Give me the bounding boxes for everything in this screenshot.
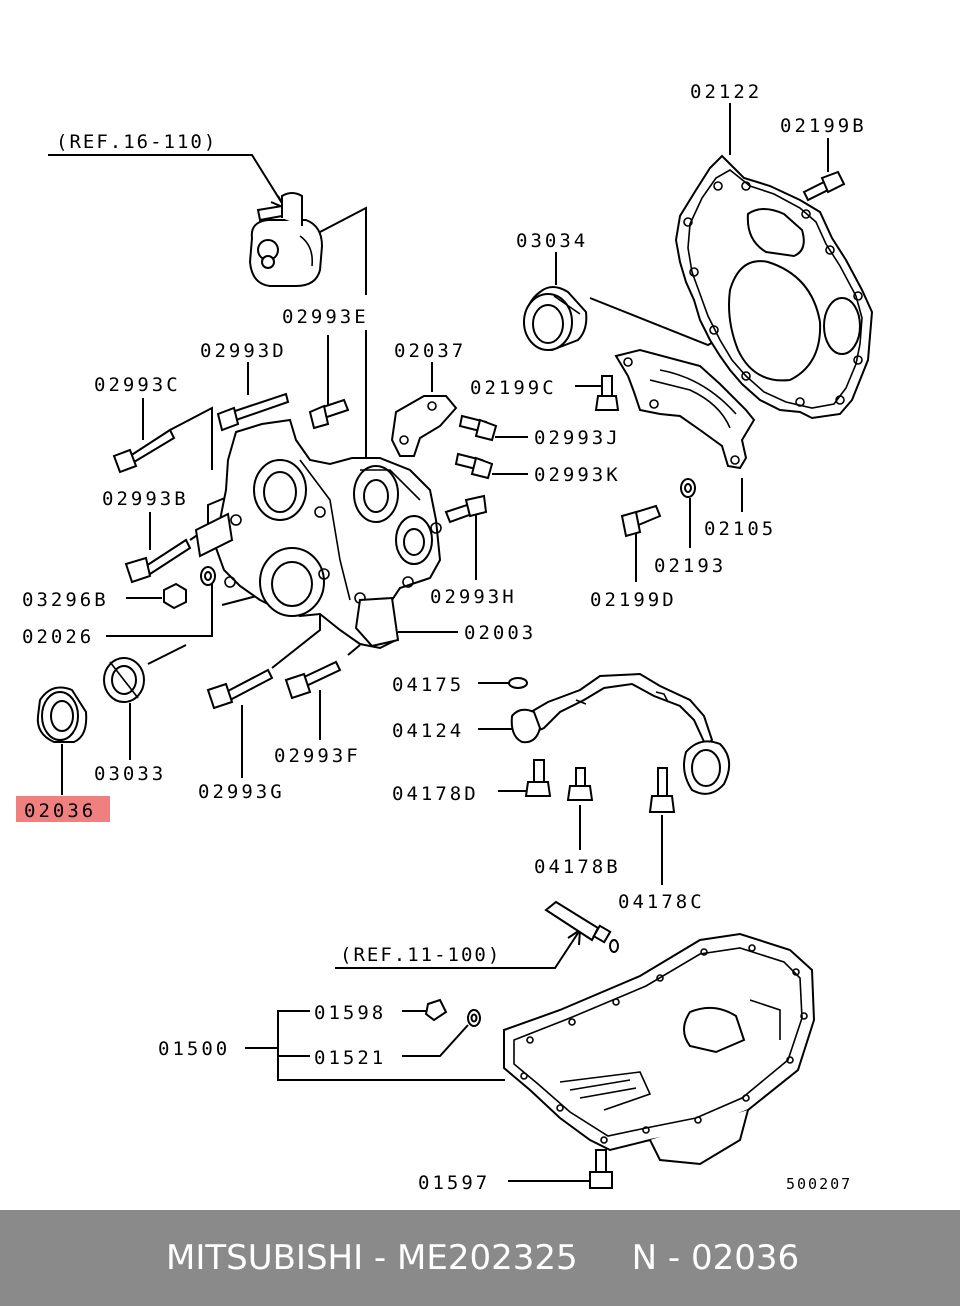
label-02993K: 02993K [534,464,621,486]
footer-bar: MITSUBISHI - ME202325 N - 02036 [0,1210,960,1306]
oil-seal-03033-drawing [103,657,145,703]
label-02993H: 02993H [430,586,517,608]
reference-labels: (REF.16-110) (REF.11-100) [56,131,501,966]
label-02993J: 02993J [534,427,621,449]
washer-02193-drawing [680,478,696,498]
highlighted-part[interactable]: 02036 [16,796,110,822]
highlight-box [16,796,110,822]
label-02993C: 02993C [94,374,181,396]
bracket-02037-drawing [390,395,458,457]
label-02199B: 02199B [780,115,867,137]
oil-seal-02036-drawing [36,686,88,743]
part-labels: 02122 02199B 03034 02993E 02993D 02037 0… [22,81,867,1194]
label-03033: 03033 [94,763,166,785]
parts-diagram: (REF.16-110) (REF.11-100) 02122 02199B 0… [16,81,874,1194]
oil-pan-drawing [503,932,816,1166]
label-02122: 02122 [690,81,762,103]
label-04124: 04124 [392,720,464,742]
label-02105: 02105 [704,518,776,540]
bolt-01597-drawing [589,1149,613,1189]
bolts-lower-drawing [206,660,342,710]
label-02993B: 02993B [102,488,189,510]
bolts-upper-drawing [112,392,498,584]
label-02026: 02026 [22,626,94,648]
label-02036: 02036 [24,800,96,822]
label-02199C: 02199C [470,377,557,399]
label-02993G: 02993G [198,781,285,803]
bracket-02105-drawing [614,348,756,470]
label-02993D: 02993D [200,340,287,362]
bolt-02199D-drawing [620,504,662,538]
label-02199D: 02199D [590,589,677,611]
label-04178C: 04178C [618,891,705,913]
oil-seal-03034-drawing [522,286,588,352]
label-02003: 02003 [464,622,536,644]
diagram-code: 500207 [786,1175,852,1193]
label-04178B: 04178B [534,856,621,878]
bolt-02199C-drawing [594,375,620,411]
label-02037: 02037 [394,340,466,362]
vacuum-pump-drawing [248,192,324,287]
label-02993F: 02993F [274,745,361,767]
footer-part-title: MITSUBISHI - ME202325 N - 02036 [166,1238,800,1278]
bolt-02199B-drawing [802,170,846,202]
timing-cover-drawing [194,418,442,650]
ref-16-110: (REF.16-110) [56,131,217,153]
label-04178D: 04178D [392,783,479,805]
label-03034: 03034 [516,230,588,252]
rear-plate-drawing [674,154,874,420]
ref-11-100: (REF.11-100) [340,944,501,966]
leader-lines [48,103,829,1182]
label-02993E: 02993E [282,306,369,328]
label-02193: 02193 [654,555,726,577]
washer-02026-drawing [200,566,216,586]
oil-strainer-drawing [508,672,731,795]
label-03296B: 03296B [22,589,109,611]
label-04175: 04175 [392,674,464,696]
bolts-04178-drawing [524,759,676,813]
sealant-tube-drawing [544,900,619,953]
label-01597: 01597 [418,1172,490,1194]
drain-plug-01598-drawing [424,998,448,1022]
label-01521: 01521 [314,1047,386,1069]
gasket-01521-drawing [467,1009,481,1027]
label-01500: 01500 [158,1038,230,1060]
nut-03296B-drawing [163,582,187,610]
label-01598: 01598 [314,1002,386,1024]
